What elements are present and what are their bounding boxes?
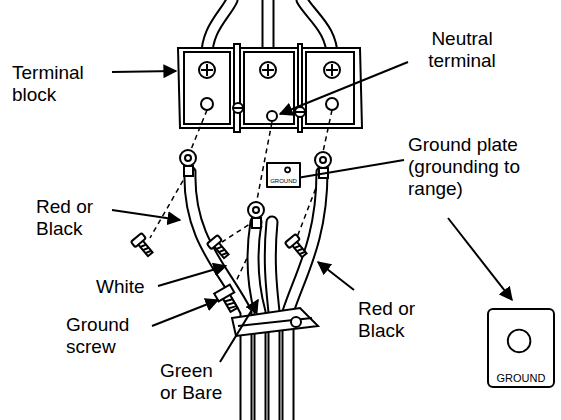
screw-hole xyxy=(285,167,290,172)
plate-text: GROUND xyxy=(489,372,553,385)
label-text: Ground screw xyxy=(66,314,129,357)
wire-label: Red or Black xyxy=(358,298,432,342)
part-label: Ground screw xyxy=(66,314,150,358)
screw-hole xyxy=(508,330,531,353)
label-text: Green or Bare xyxy=(160,360,222,403)
ring-terminals xyxy=(180,150,331,228)
leader-lines xyxy=(112,62,512,362)
screws xyxy=(131,233,310,314)
part-label: Neutral terminal xyxy=(412,28,512,72)
ground-plate: GROUND xyxy=(487,308,555,388)
label-text: Red or Black xyxy=(358,298,415,341)
ground-plate-small: GROUND xyxy=(266,162,301,188)
label-text: White xyxy=(96,276,145,297)
label-text: Ground plate (grounding to range) xyxy=(408,134,520,199)
plate-text: GROUND xyxy=(268,177,299,185)
label-text: Terminal block xyxy=(12,62,84,105)
label-text: Red or Black xyxy=(36,196,93,239)
wire-label: White xyxy=(96,276,156,298)
part-label: Terminal block xyxy=(12,62,102,106)
terminal-block xyxy=(178,44,362,132)
wire-label: Green or Bare xyxy=(160,360,234,404)
label-text: Neutral terminal xyxy=(428,28,496,71)
wire-label: Red or Black xyxy=(36,196,110,240)
part-label: Ground plate (grounding to range) xyxy=(408,134,540,200)
